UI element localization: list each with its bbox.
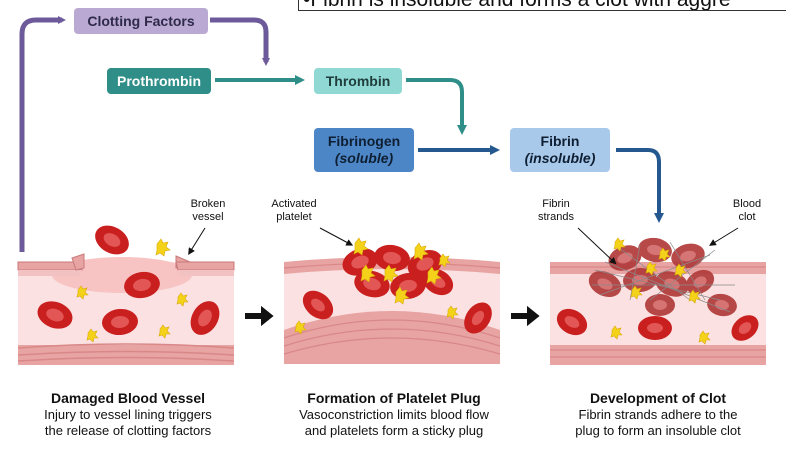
panel-caption-platelet-plug: Formation of Platelet Plug Vasoconstrict… [274, 390, 514, 439]
caption-title: Development of Clot [589, 390, 727, 406]
platelet [294, 320, 307, 335]
fibrinogen-box: Fibrinogen (soluble) [314, 128, 414, 172]
prothrombin-box: Prothrombin [107, 68, 211, 94]
panel-caption-damaged-vessel: Damaged Blood Vessel Injury to vessel li… [8, 390, 248, 439]
platelet [86, 328, 99, 343]
clotting-factors-box: Clotting Factors [74, 8, 208, 34]
caption-line: Fibrin strands adhere to the [578, 407, 738, 422]
vessel-panel-platelet-plug [283, 227, 501, 364]
arrow-clotting-factors-to-prothrombin-path [210, 17, 270, 66]
arrow-fibrin-to-clot [616, 148, 664, 223]
fibrinogen-label: Fibrinogen [327, 133, 401, 149]
caption-line: Injury to vessel lining triggers [44, 407, 212, 422]
vessel-panel-clot [550, 227, 766, 365]
thrombin-label: Thrombin [325, 72, 391, 89]
red-blood-cell [638, 316, 672, 340]
platelet [76, 285, 89, 300]
activated-platelet-pointer [319, 227, 354, 246]
red-blood-cell [102, 308, 138, 336]
platelet [176, 292, 189, 307]
fibrin-strands-pointer [577, 227, 617, 265]
platelet [158, 324, 171, 339]
arrow-thrombin-to-fibrin [406, 78, 467, 135]
platelet [698, 330, 711, 345]
caption-line: Vasoconstriction limits blood flow [299, 407, 489, 422]
vessel-panel-damaged [17, 225, 235, 365]
caption-line: and platelets form a sticky plug [304, 423, 484, 438]
platelet [446, 305, 459, 320]
fibrin-label: Fibrin [540, 133, 580, 149]
platelet [155, 238, 171, 257]
slide-bullet-text: •Fibrin is insoluble and forms a clot wi… [298, 0, 786, 11]
caption-title: Damaged Blood Vessel [50, 390, 206, 406]
thrombin-box: Thrombin [314, 68, 402, 94]
panel-arrow-1 [245, 305, 274, 327]
panel-arrow-2 [511, 305, 540, 327]
blood-clot-pointer [709, 227, 739, 246]
fibrinogen-note: (soluble) [334, 150, 394, 166]
fibrin-box: Fibrin (insoluble) [510, 128, 610, 172]
platelet-plug-clump [342, 237, 454, 305]
panel-caption-clot: Development of Clot Fibrin strands adher… [538, 390, 778, 439]
red-blood-cell [556, 308, 588, 336]
platelet [610, 325, 623, 340]
prothrombin-label: Prothrombin [117, 72, 201, 89]
red-blood-cell [302, 290, 334, 320]
fibrin-note: (insoluble) [524, 150, 596, 166]
broken-vessel-pointer [188, 227, 206, 255]
clotting-factors-label: Clotting Factors [87, 12, 195, 29]
caption-title: Formation of Platelet Plug [307, 390, 481, 406]
red-blood-cell [95, 225, 129, 255]
red-blood-cell [190, 301, 220, 335]
red-blood-cell [731, 315, 759, 341]
caption-line: the release of clotting factors [44, 423, 212, 438]
red-blood-cell [124, 271, 160, 299]
red-blood-cell [37, 301, 73, 329]
red-blood-cell [464, 302, 492, 334]
arrow-vessel-to-clotting-factors [19, 16, 66, 252]
caption-line: plug to form an insoluble clot [575, 423, 741, 438]
